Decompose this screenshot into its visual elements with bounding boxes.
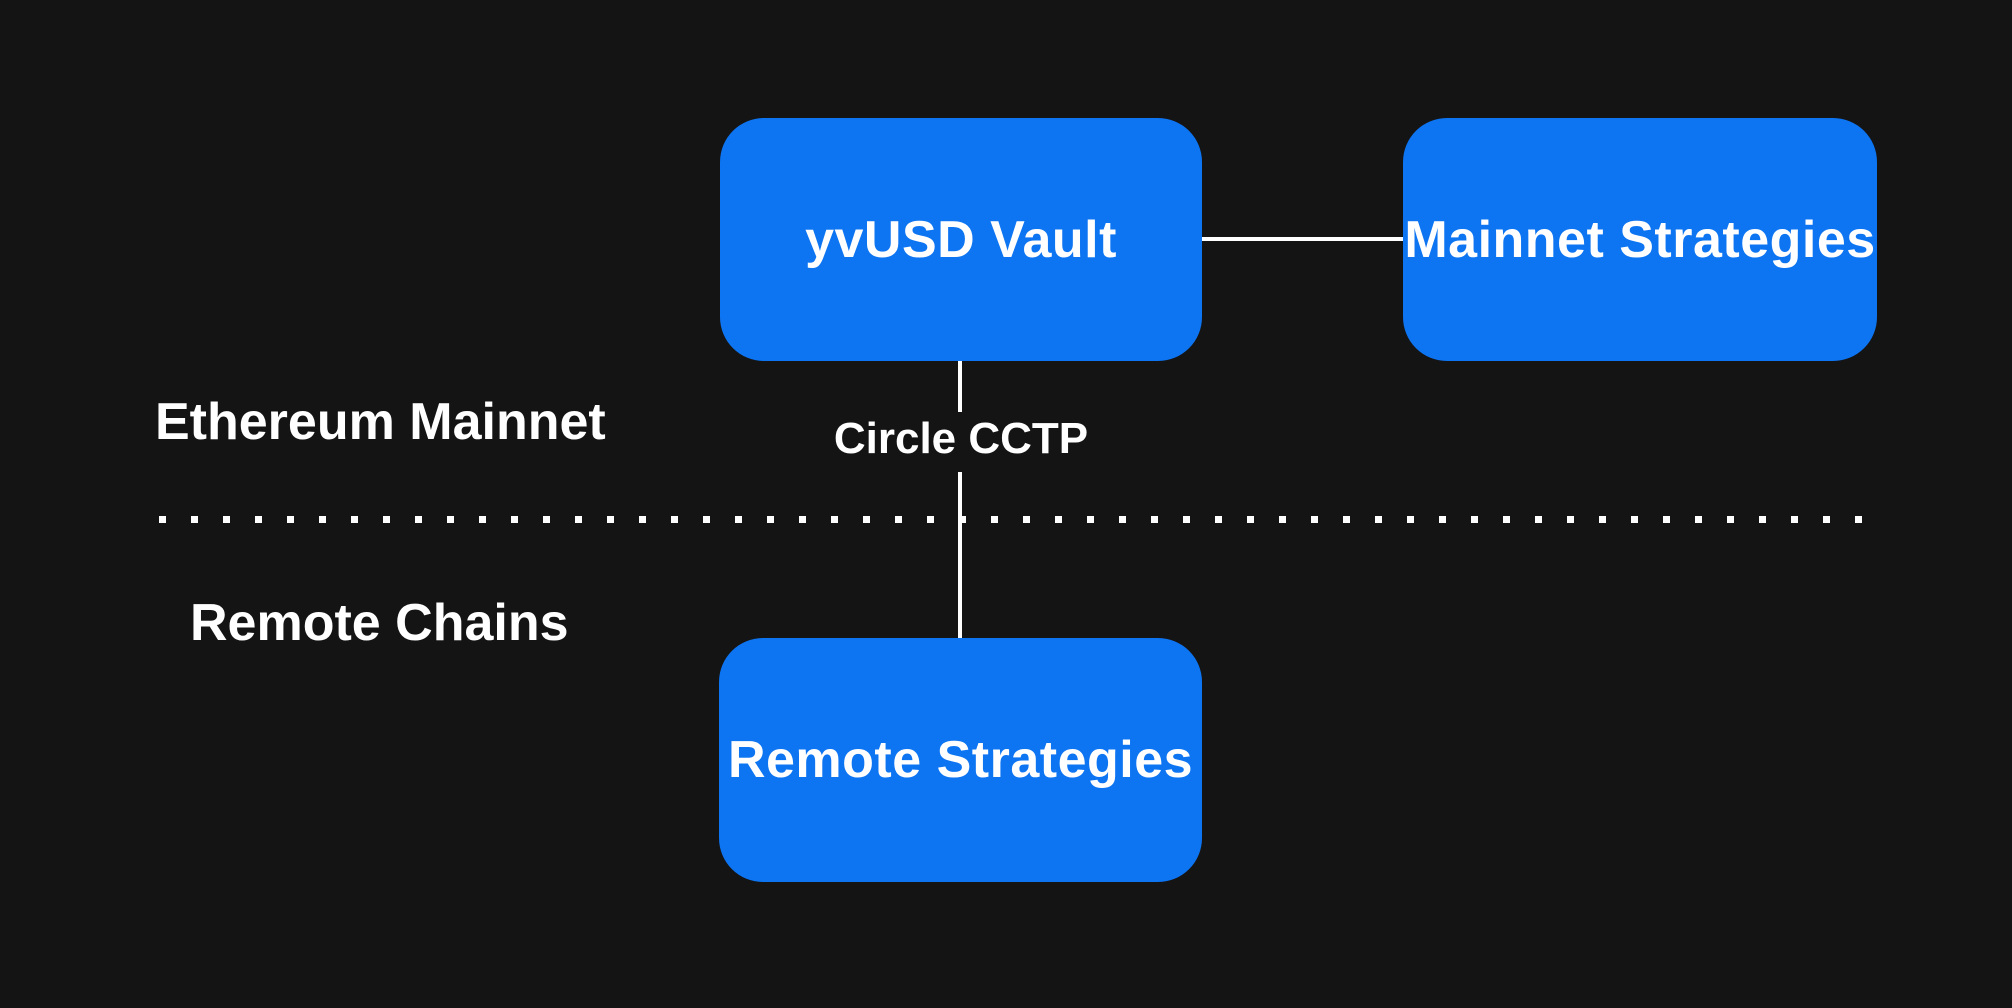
node-mainnet-strategies: Mainnet Strategies: [1403, 118, 1877, 361]
node-remote-strategies: Remote Strategies: [719, 638, 1202, 882]
node-mainnet-strategies-label: Mainnet Strategies: [1404, 210, 1876, 269]
region-label-remote-chains: Remote Chains: [190, 594, 569, 652]
node-yvusd-vault: yvUSD Vault: [720, 118, 1202, 361]
edge-label-circle-cctp: Circle CCTP: [833, 414, 1089, 463]
region-label-ethereum-mainnet: Ethereum Mainnet: [155, 393, 606, 451]
edge-vault-to-remote-upper: [958, 360, 962, 412]
node-yvusd-vault-label: yvUSD Vault: [805, 210, 1117, 269]
edge-vault-to-remote-lower: [958, 472, 962, 639]
edge-vault-to-mainnet: [1202, 237, 1403, 241]
node-remote-strategies-label: Remote Strategies: [727, 731, 1194, 789]
region-divider-dotted-line: [159, 516, 1866, 523]
